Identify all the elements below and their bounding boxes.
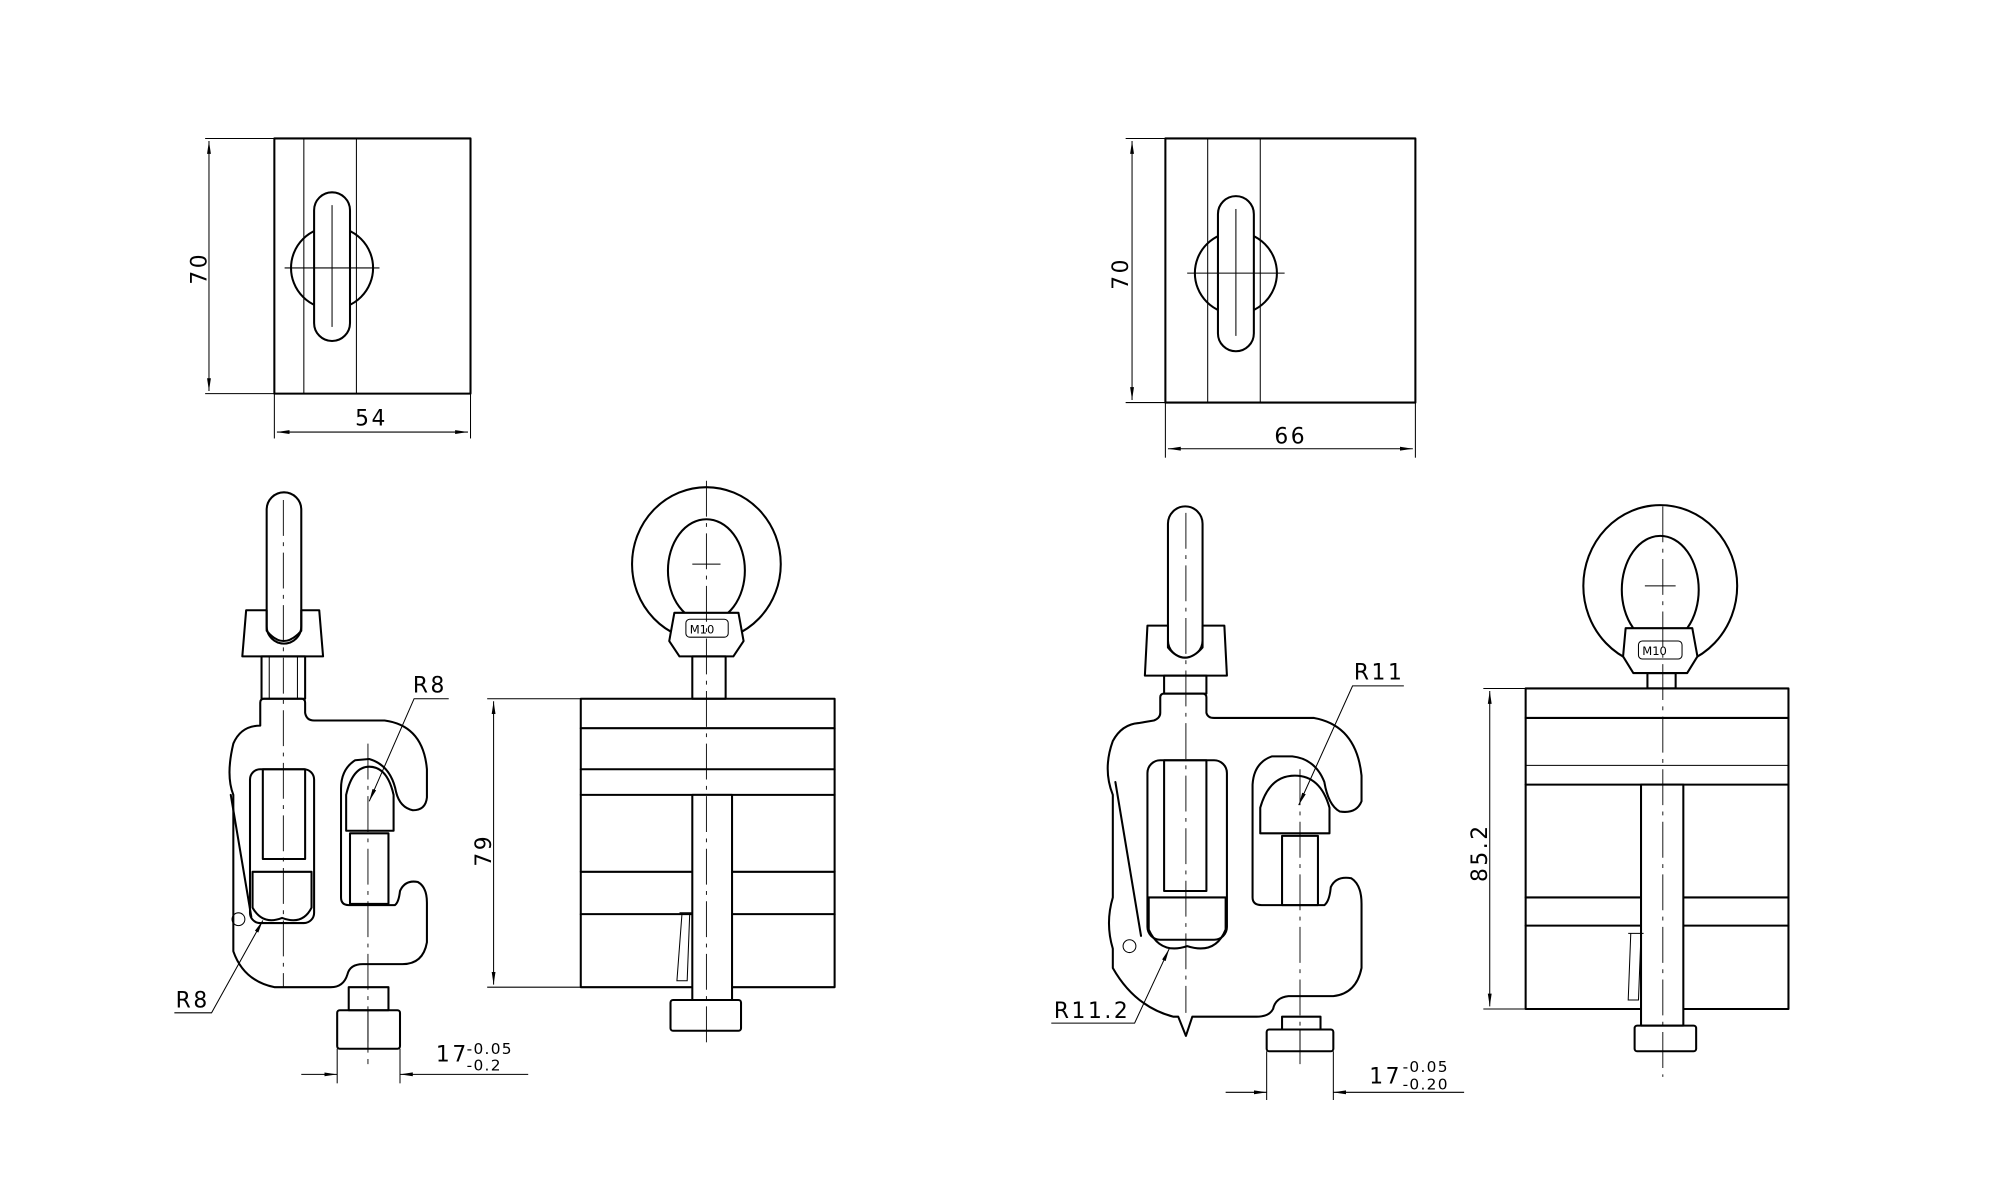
- side-view-left: R8 R8 17 -0.05 -0.2: [174, 491, 529, 1084]
- radius-bottom-label: R11.2: [1054, 999, 1130, 1024]
- side-view-right: R11 R11.2 17 -0.05 -0.20: [1051, 505, 1465, 1100]
- threaded-shaft: [1646, 672, 1677, 690]
- height-dimension: 79: [472, 834, 497, 867]
- center-jaw: [1640, 783, 1685, 1027]
- bolt-window: [1146, 759, 1228, 941]
- front-view-right: M10 85.2: [1468, 504, 1790, 1077]
- hex-nut: [1633, 1024, 1698, 1053]
- height-dimension: 70: [187, 252, 212, 285]
- eye-bolt-handle: [265, 491, 303, 645]
- spring-clip: [1627, 932, 1644, 1001]
- inner-bolt: [261, 768, 307, 861]
- center-jaw: [691, 793, 734, 1002]
- swivel-pad: [1259, 774, 1331, 835]
- spring-clip: [676, 912, 693, 982]
- bottom-bolt: [1281, 1015, 1322, 1031]
- thread-label: M10: [1642, 644, 1667, 658]
- thread-collar: [1622, 627, 1699, 675]
- pivot-pin: [1122, 939, 1137, 954]
- spring-lever: [229, 793, 253, 918]
- clamp-body-outline: [1164, 137, 1417, 404]
- thread-collar: [668, 611, 745, 658]
- radius-leader: [368, 698, 449, 802]
- swivel-pad: [1147, 896, 1227, 950]
- width-dimension: 54: [355, 407, 388, 432]
- tolerance-upper: -0.05: [467, 1040, 513, 1058]
- radius-leader: [1051, 948, 1170, 1024]
- bottom-bolt: [347, 986, 390, 1012]
- tolerance-upper: -0.05: [1403, 1058, 1449, 1076]
- thread-label-box: [685, 618, 729, 638]
- hex-nut: [336, 1009, 402, 1050]
- thread-label-box: [1637, 640, 1683, 660]
- radius-leader: [1298, 685, 1404, 806]
- height-dimension: 70: [1109, 257, 1134, 290]
- radius-leader: [174, 920, 264, 1014]
- radius-top-label: R8: [413, 673, 447, 698]
- nut-block: [241, 609, 325, 658]
- height-dimension: 85.2: [1468, 823, 1493, 882]
- top-view-right: 70 66: [1109, 137, 1417, 458]
- inner-bolt: [348, 832, 390, 905]
- threaded-shaft: [1163, 674, 1208, 695]
- eye-bolt-handle: [1166, 505, 1204, 659]
- thread-label: M10: [690, 622, 715, 636]
- tolerance-lower: -0.20: [1403, 1076, 1449, 1094]
- nut-block: [1143, 624, 1228, 677]
- pivot-pin: [231, 912, 246, 927]
- inner-bolt: [1163, 759, 1208, 893]
- radius-bottom-label: R8: [176, 989, 210, 1014]
- nut-width-dimension: 17: [436, 1043, 469, 1068]
- c-clamp-body: [228, 697, 428, 989]
- clamp-body-outline: [273, 137, 472, 395]
- front-view-left: M10 79: [472, 480, 836, 1045]
- width-dimension: 66: [1274, 425, 1307, 450]
- nut-width-dimension: 17: [1369, 1064, 1402, 1089]
- threaded-shaft: [691, 655, 727, 700]
- top-view-left: 70 54: [187, 137, 472, 439]
- spring-lever: [1114, 781, 1143, 937]
- swivel-pad: [251, 870, 313, 922]
- tolerance-lower: -0.2: [467, 1057, 502, 1075]
- c-clamp-body: [1106, 692, 1363, 1037]
- swivel-pad: [345, 765, 395, 832]
- hex-nut: [669, 998, 743, 1032]
- radius-top-label: R11: [1354, 660, 1405, 685]
